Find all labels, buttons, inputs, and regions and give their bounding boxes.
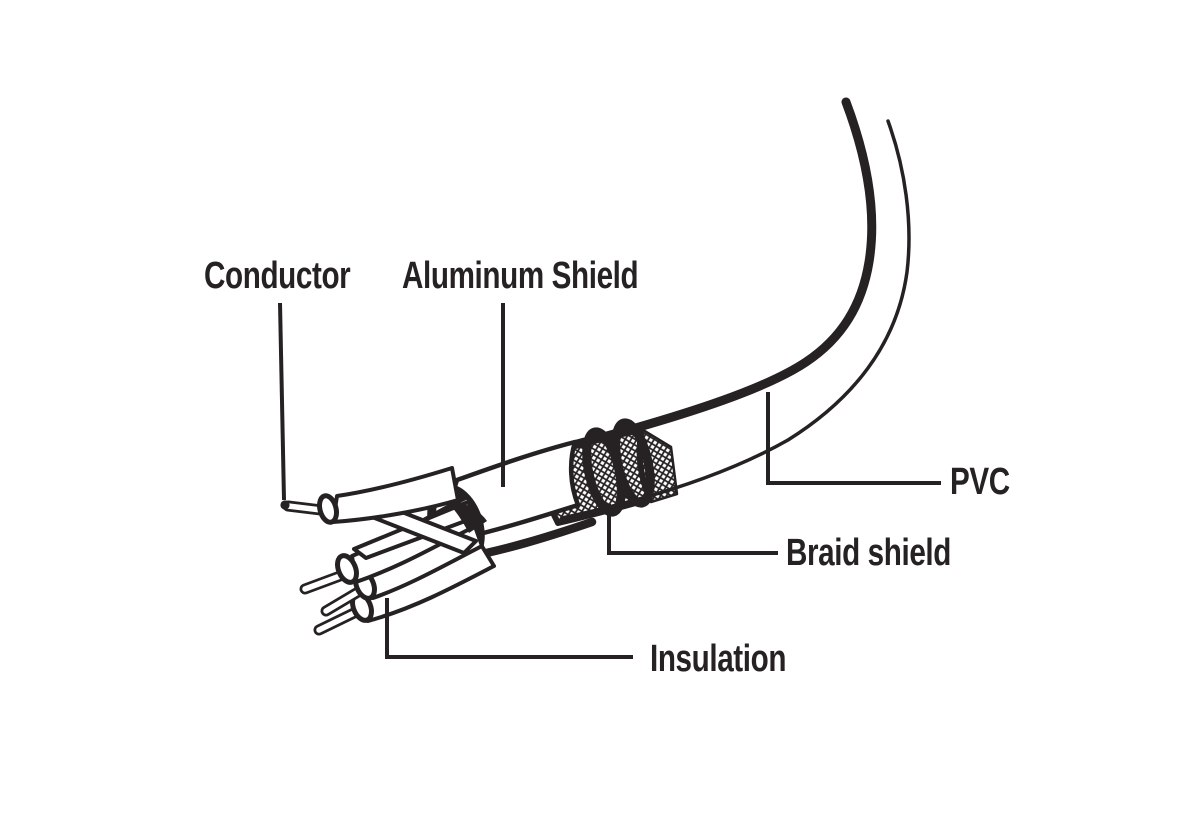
- insulation-leader-line: [385, 598, 633, 659]
- wire-bottom: [313, 541, 496, 636]
- insulation-mouth: [335, 553, 359, 585]
- exit-shadow: [448, 500, 487, 533]
- braid-shield-label: Braid shield: [786, 532, 951, 574]
- pvc-jacket-inner-edge: [560, 119, 911, 520]
- braid-shield-leader-line: [607, 504, 778, 555]
- wire-top: [282, 466, 460, 525]
- pvc-jacket-outer-edge: [561, 97, 877, 452]
- insulation-mouth: [317, 493, 339, 525]
- pvc-label: PVC: [950, 461, 1010, 503]
- conductor-leader-line: [278, 302, 286, 501]
- insulation-label: Insulation: [650, 638, 787, 680]
- pvc-cut-ring: [611, 418, 655, 508]
- aluminum-shield-label: Aluminum Shield: [402, 255, 639, 297]
- conductor-leader-dot: [280, 500, 290, 510]
- conductor-label: Conductor: [204, 255, 351, 297]
- pvc-leader-line: [766, 392, 941, 485]
